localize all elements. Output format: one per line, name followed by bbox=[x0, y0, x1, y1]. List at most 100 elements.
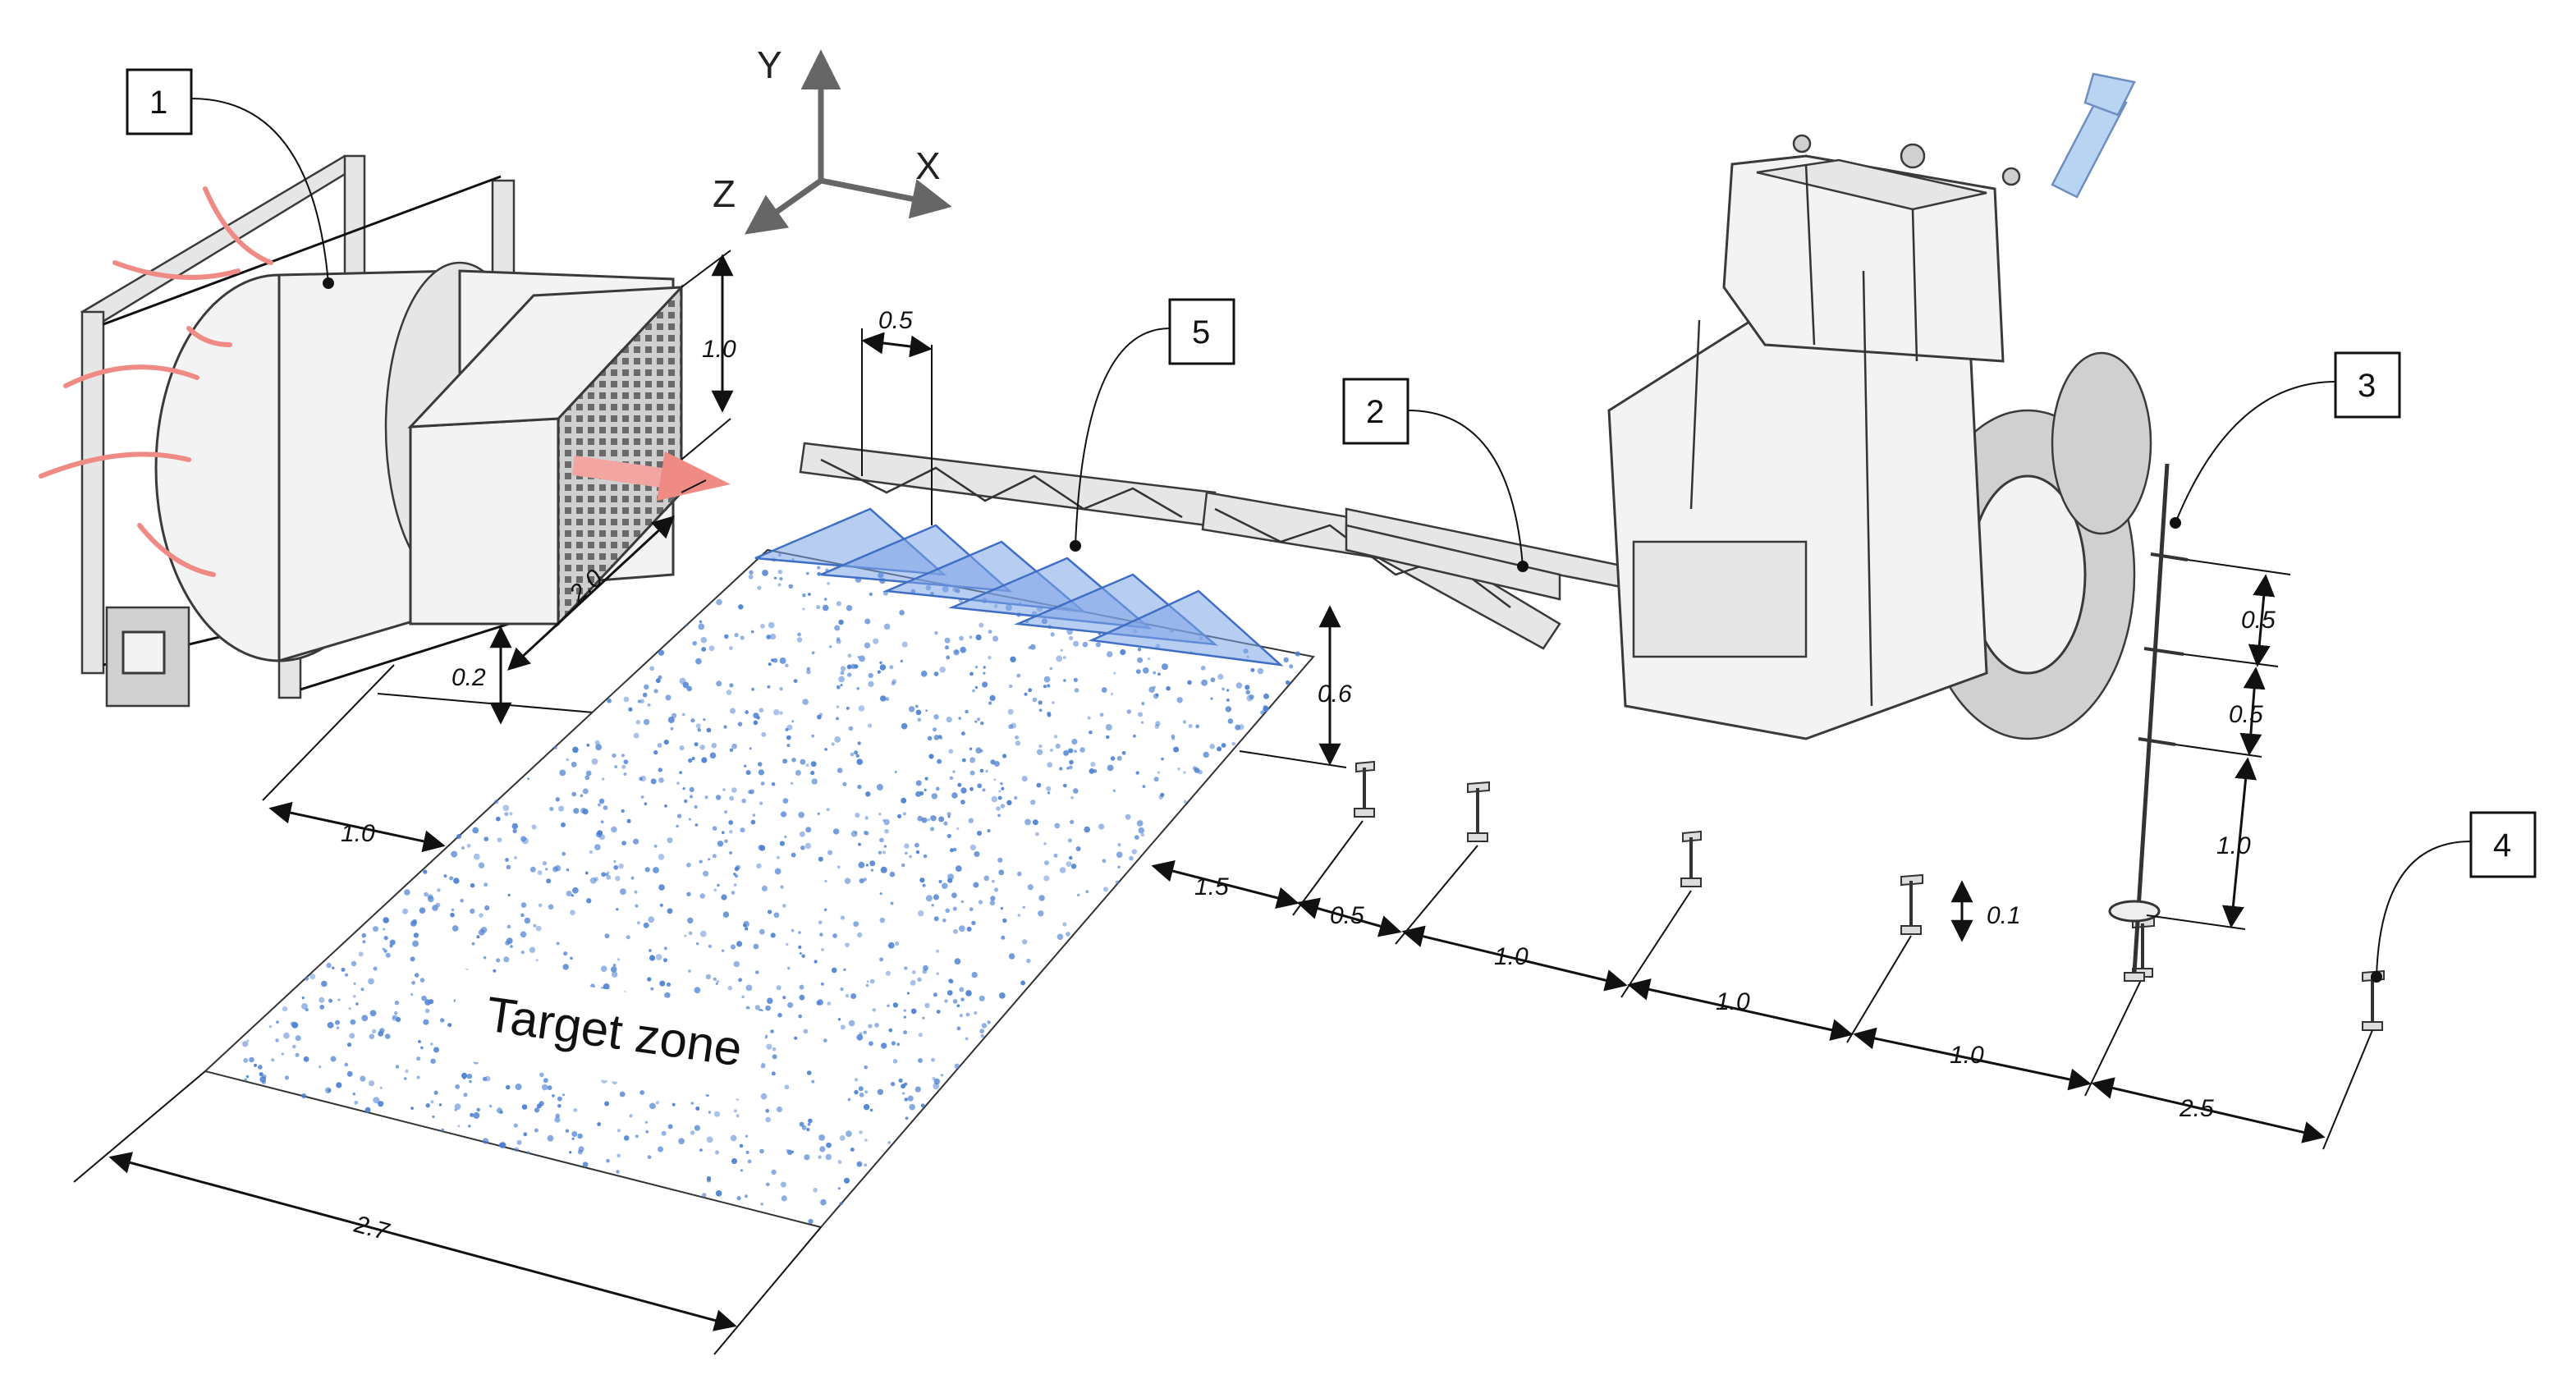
deposit-dot bbox=[831, 742, 835, 746]
deposit-dot bbox=[748, 574, 754, 580]
deposit-dot bbox=[887, 1004, 890, 1007]
deposit-dot bbox=[799, 994, 805, 1001]
deposit-dot bbox=[621, 764, 626, 769]
deposit-dot bbox=[713, 1111, 721, 1117]
deposit-dot bbox=[413, 932, 419, 938]
deposit-dot bbox=[476, 1107, 480, 1112]
deposit-dot bbox=[597, 803, 602, 807]
deposit-dot bbox=[786, 943, 789, 946]
deposit-dot bbox=[688, 931, 693, 936]
deposit-dot bbox=[1014, 795, 1018, 800]
deposit-dot bbox=[864, 831, 869, 836]
deposit-dot bbox=[1035, 832, 1039, 836]
deposit-dot bbox=[1231, 741, 1235, 746]
deposit-dot bbox=[724, 810, 728, 814]
deposit-dot bbox=[1022, 905, 1025, 909]
deposit-dot bbox=[515, 1084, 522, 1090]
deposit-dot bbox=[936, 949, 939, 953]
deposit-dot bbox=[705, 974, 712, 980]
deposit-dot bbox=[682, 713, 685, 717]
deposit-dot bbox=[361, 1015, 369, 1022]
deposit-dot bbox=[737, 722, 743, 726]
deposit-dot bbox=[1070, 864, 1077, 869]
deposit-dot bbox=[802, 607, 805, 611]
deposit-dot bbox=[506, 924, 511, 929]
deposit-dot bbox=[761, 885, 768, 891]
deposit-dot bbox=[1070, 819, 1075, 824]
deposit-dot bbox=[600, 965, 607, 972]
airflow-output-arrow bbox=[571, 451, 731, 501]
deposit-dot bbox=[350, 1019, 356, 1025]
spray-fans bbox=[754, 507, 1284, 667]
deposit-dot bbox=[896, 1042, 901, 1047]
deposit-dot bbox=[954, 1063, 960, 1070]
deposit-dot bbox=[548, 904, 554, 910]
deposit-dot bbox=[828, 645, 832, 648]
deposit-dot bbox=[854, 750, 859, 755]
axis-label-x: X bbox=[915, 144, 941, 187]
deposit-dot bbox=[987, 829, 991, 833]
deposit-dot bbox=[879, 957, 884, 962]
deposit-dot bbox=[254, 1063, 257, 1067]
deposit-dot bbox=[657, 743, 662, 748]
deposit-dot bbox=[965, 709, 969, 714]
deposit-dot bbox=[979, 622, 984, 628]
deposit-dots bbox=[242, 552, 1300, 1225]
deposit-dot bbox=[643, 718, 650, 726]
deposit-dot bbox=[919, 877, 925, 883]
deposit-dot bbox=[798, 945, 802, 949]
deposit-dot bbox=[1008, 953, 1015, 960]
deposit-dot bbox=[907, 1095, 914, 1102]
deposit-dot bbox=[244, 1078, 247, 1082]
deposit-dot bbox=[969, 671, 974, 676]
deposit-dot bbox=[969, 757, 976, 763]
deposit-dot bbox=[534, 1107, 540, 1113]
deposit-dot bbox=[810, 761, 817, 768]
deposit-dot bbox=[865, 983, 869, 987]
deposit-dot bbox=[885, 970, 891, 976]
deposit-dot bbox=[960, 787, 967, 794]
deposit-dot bbox=[644, 802, 648, 806]
deposit-dot bbox=[389, 944, 393, 948]
deposit-dot bbox=[1036, 782, 1042, 788]
deposit-dot bbox=[676, 824, 679, 828]
deposit-dot bbox=[597, 830, 603, 836]
deposit-dot bbox=[745, 1006, 750, 1010]
deposit-dot bbox=[1246, 694, 1254, 702]
deposit-dot bbox=[543, 1078, 548, 1084]
dim-collector-spacing-1: 0.5 bbox=[1330, 902, 1364, 929]
deposit-dot bbox=[1260, 710, 1264, 715]
deposit-dot bbox=[1125, 813, 1131, 820]
deposit-dot bbox=[715, 983, 718, 985]
deposit-dot bbox=[597, 1122, 601, 1126]
deposit-dot bbox=[847, 653, 852, 658]
deposit-dot bbox=[1073, 640, 1079, 647]
deposit-dot bbox=[998, 992, 1006, 999]
deposit-dot bbox=[903, 1015, 907, 1019]
deposit-dot bbox=[686, 862, 691, 868]
deposit-dot bbox=[1111, 692, 1114, 696]
deposit-dot bbox=[800, 845, 805, 850]
deposit-dot bbox=[496, 958, 501, 963]
deposit-dot bbox=[904, 966, 908, 970]
deposit-dot bbox=[455, 1084, 461, 1089]
deposit-dot bbox=[854, 1089, 859, 1095]
deposit-dot bbox=[940, 1074, 944, 1077]
deposit-dot bbox=[606, 874, 612, 880]
deposit-dot bbox=[504, 812, 509, 817]
deposit-dot bbox=[787, 966, 791, 970]
deposit-dot bbox=[607, 699, 612, 703]
deposit-dot bbox=[811, 651, 815, 655]
deposit-dot bbox=[561, 851, 566, 856]
deposit-dot bbox=[948, 978, 953, 983]
deposit-dot bbox=[1027, 884, 1034, 891]
deposit-dot bbox=[484, 882, 488, 887]
deposit-dot bbox=[514, 855, 518, 860]
deposit-dot bbox=[744, 764, 747, 768]
deposit-dot bbox=[1053, 853, 1058, 858]
deposit-dot bbox=[713, 977, 717, 981]
deposit-dot bbox=[557, 1104, 561, 1108]
deposit-dot bbox=[1183, 771, 1186, 774]
deposit-dot bbox=[688, 818, 691, 821]
deposit-dot bbox=[717, 841, 724, 847]
